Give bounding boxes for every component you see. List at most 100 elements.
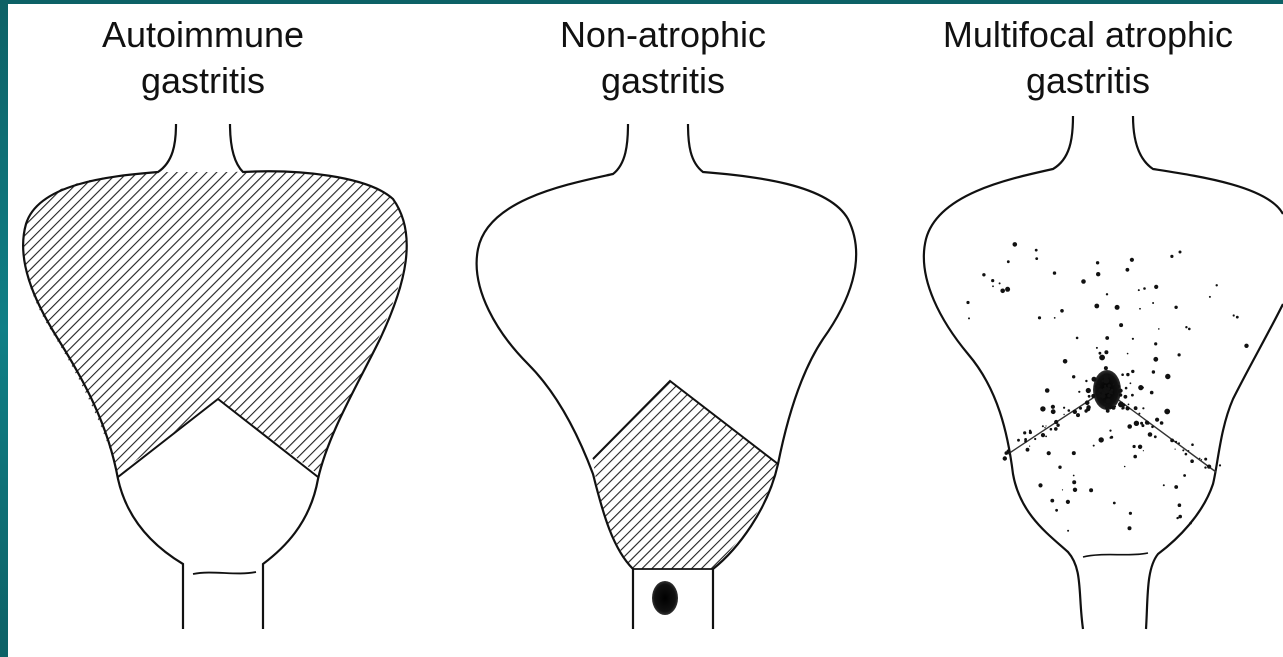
stipple-dot <box>1045 388 1050 393</box>
stipple-dot <box>1055 509 1058 512</box>
stipple-dot <box>1029 446 1030 447</box>
stipple-dot <box>1103 374 1109 380</box>
stomach-diagrams <box>8 4 1283 657</box>
stipple-dot <box>1142 387 1144 389</box>
stipple-dot <box>1101 394 1106 399</box>
stipple-dot <box>1178 442 1180 444</box>
stipple-dot <box>1125 387 1128 390</box>
stipple-dot <box>1099 355 1105 361</box>
stipple-dot <box>1152 302 1154 304</box>
stipple-dot <box>1096 347 1098 349</box>
stipple-dot <box>1128 404 1130 406</box>
stipple-dot <box>1072 375 1075 378</box>
stomach-outline-right <box>1133 116 1283 214</box>
stipple-dot <box>1201 459 1202 460</box>
stipple-dot <box>1079 407 1082 410</box>
stipple-dot <box>1096 394 1098 396</box>
stipple-dot <box>1126 268 1130 272</box>
stipple-dot <box>1121 403 1124 406</box>
stipple-dot <box>1188 450 1190 452</box>
stipple-dot <box>1073 475 1075 477</box>
stipple-dot <box>1131 370 1134 373</box>
stipple-dot <box>1124 466 1126 468</box>
stipple-dot <box>1151 426 1154 429</box>
figure-panel: Autoimmune gastritis Non-atrophic gastri… <box>8 4 1283 657</box>
stipple-dot <box>1119 393 1123 397</box>
stipple-dot <box>1119 323 1123 327</box>
stipple-dot <box>1121 373 1124 376</box>
stipple-dot <box>1106 293 1108 295</box>
stipple-dot <box>1040 406 1045 411</box>
stipple-dot <box>1042 425 1044 427</box>
stipple-dot <box>1138 445 1142 449</box>
stipple-dot <box>1124 395 1128 399</box>
stipple-dot <box>1105 406 1109 410</box>
stipple-dot <box>1153 357 1158 362</box>
stipple-dot <box>1103 403 1106 406</box>
stipple-dot <box>1058 466 1061 469</box>
stipple-dot <box>1060 309 1064 313</box>
stipple-dot <box>1041 433 1045 437</box>
stipple-dot <box>1067 530 1069 532</box>
stipple-dot <box>1017 439 1020 442</box>
stipple-dot <box>1099 437 1104 442</box>
stipple-dot <box>1154 285 1158 289</box>
stipple-dot <box>1086 405 1090 409</box>
pylorus-line <box>193 572 256 574</box>
stipple-dot <box>1130 258 1134 262</box>
stipple-dot <box>1130 382 1132 384</box>
stipple-dot <box>1199 458 1201 460</box>
stipple-dot <box>1233 314 1235 316</box>
stipple-dot <box>1054 420 1058 424</box>
stipple-dot <box>1062 489 1063 490</box>
non-atrophic-stomach <box>477 124 857 629</box>
stipple-dot <box>1005 287 1010 292</box>
stipple-dot <box>1175 441 1177 443</box>
stipple-dot <box>1045 425 1046 426</box>
stipple-dot <box>1038 316 1041 319</box>
stipple-dot <box>1126 406 1130 410</box>
stipple-dot <box>1179 251 1182 254</box>
stipple-dot <box>1175 449 1176 450</box>
stipple-dot <box>1174 306 1177 309</box>
stipple-dot <box>982 273 985 276</box>
stipple-dot <box>1164 409 1170 415</box>
stipple-dot <box>1209 296 1211 298</box>
stipple-dot <box>1138 289 1140 291</box>
stipple-dot <box>1073 488 1077 492</box>
stipple-dot <box>1219 464 1221 466</box>
stipple-dot <box>1093 445 1095 447</box>
stipple-dot <box>1183 474 1186 477</box>
stipple-dot <box>1216 284 1218 286</box>
stipple-dot <box>1111 392 1113 394</box>
stipple-dot <box>1097 385 1100 388</box>
stipple-dot <box>1182 449 1184 451</box>
stipple-dot <box>1110 389 1113 392</box>
stipple-dot <box>1053 271 1056 274</box>
antrum-hatched-region <box>593 381 778 569</box>
stipple-dot <box>1105 336 1109 340</box>
stipple-dot <box>1044 427 1045 428</box>
stipple-dot <box>1073 410 1077 414</box>
stipple-dot <box>1154 435 1157 438</box>
stipple-dot <box>1007 260 1010 263</box>
stipple-dot <box>1244 344 1248 348</box>
stipple-dot <box>1092 394 1095 397</box>
multifocal-atrophic-stomach <box>924 116 1283 629</box>
stipple-dot <box>966 301 969 304</box>
stipple-dot <box>1142 407 1144 409</box>
stipple-dot <box>1085 400 1090 405</box>
stipple-dot <box>1127 353 1129 355</box>
stipple-dot <box>1165 374 1170 379</box>
stipple-dot <box>1096 261 1099 264</box>
autoimmune-stomach <box>23 124 407 629</box>
stipple-dot <box>1185 326 1187 328</box>
stipple-dot <box>1119 389 1123 393</box>
stipple-dot <box>1115 305 1120 310</box>
stipple-dot <box>1050 499 1054 503</box>
stipple-dot <box>1133 455 1137 459</box>
stipple-dot <box>1150 391 1154 395</box>
stipple-dot <box>1035 257 1038 260</box>
stipple-dot <box>1051 409 1056 414</box>
